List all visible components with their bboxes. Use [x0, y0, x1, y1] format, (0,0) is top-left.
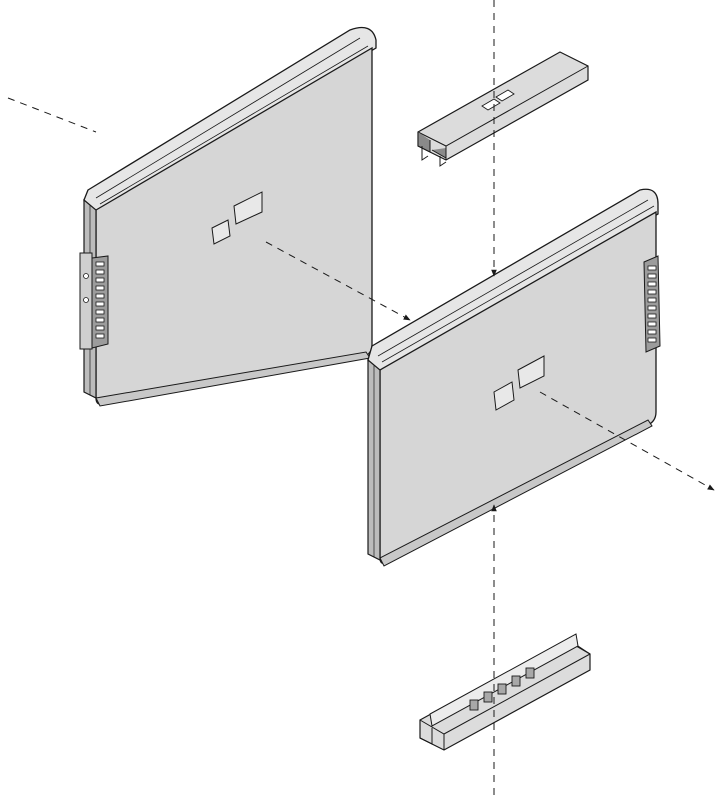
right-panel-side-latch [644, 256, 660, 352]
right-panel [368, 189, 660, 566]
left-panel [80, 28, 376, 406]
top-connector [418, 52, 588, 166]
left-panel-side-latch [80, 253, 108, 349]
bottom-connector [420, 634, 590, 750]
